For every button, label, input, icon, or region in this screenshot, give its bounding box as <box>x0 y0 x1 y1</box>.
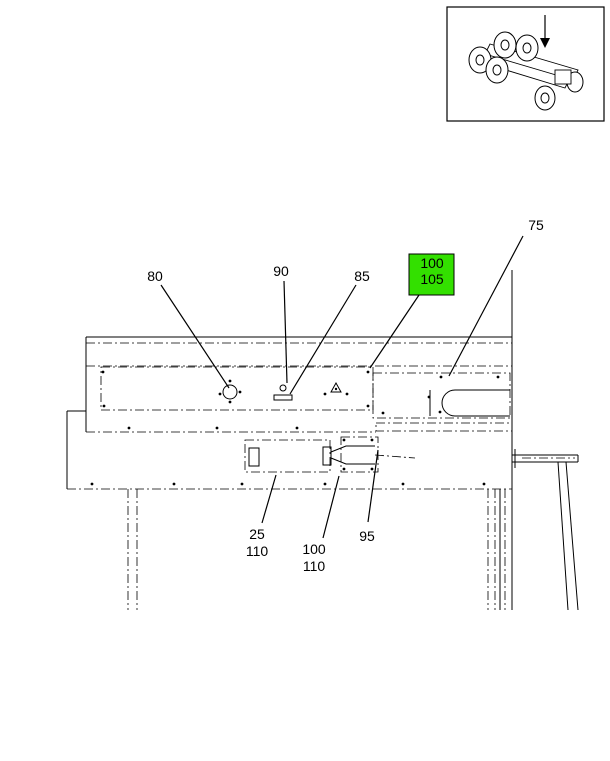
callout-100-bottom: 100 <box>302 541 326 557</box>
leader-lines <box>160 235 524 539</box>
arrow-down-icon <box>540 38 550 48</box>
callout-highlight <box>408 253 455 296</box>
callout-75: 75 <box>528 217 544 233</box>
connector-box <box>244 439 331 473</box>
locator-thumbnail <box>446 6 605 122</box>
callout-25: 25 <box>249 526 265 542</box>
wheel-icon <box>515 34 539 62</box>
callout-80: 80 <box>147 268 163 284</box>
wheel-icon <box>534 85 556 111</box>
cover-panel <box>372 372 511 419</box>
callout-100-top: 100 <box>420 255 444 271</box>
frame-assembly <box>66 270 579 611</box>
label-plate <box>273 394 293 401</box>
callout-95: 95 <box>359 528 375 544</box>
callout-85: 85 <box>354 268 370 284</box>
harness-bracket <box>340 436 379 473</box>
warning-symbol-icon <box>330 381 342 393</box>
panel <box>100 366 374 411</box>
switch-icon <box>222 384 238 400</box>
callout-105: 105 <box>420 271 444 287</box>
callout-110-right: 110 <box>303 558 326 574</box>
wheel-icon <box>493 31 517 59</box>
callout-110-left: 110 <box>246 543 269 559</box>
callout-90: 90 <box>273 263 289 279</box>
wheel-icon <box>485 56 509 84</box>
